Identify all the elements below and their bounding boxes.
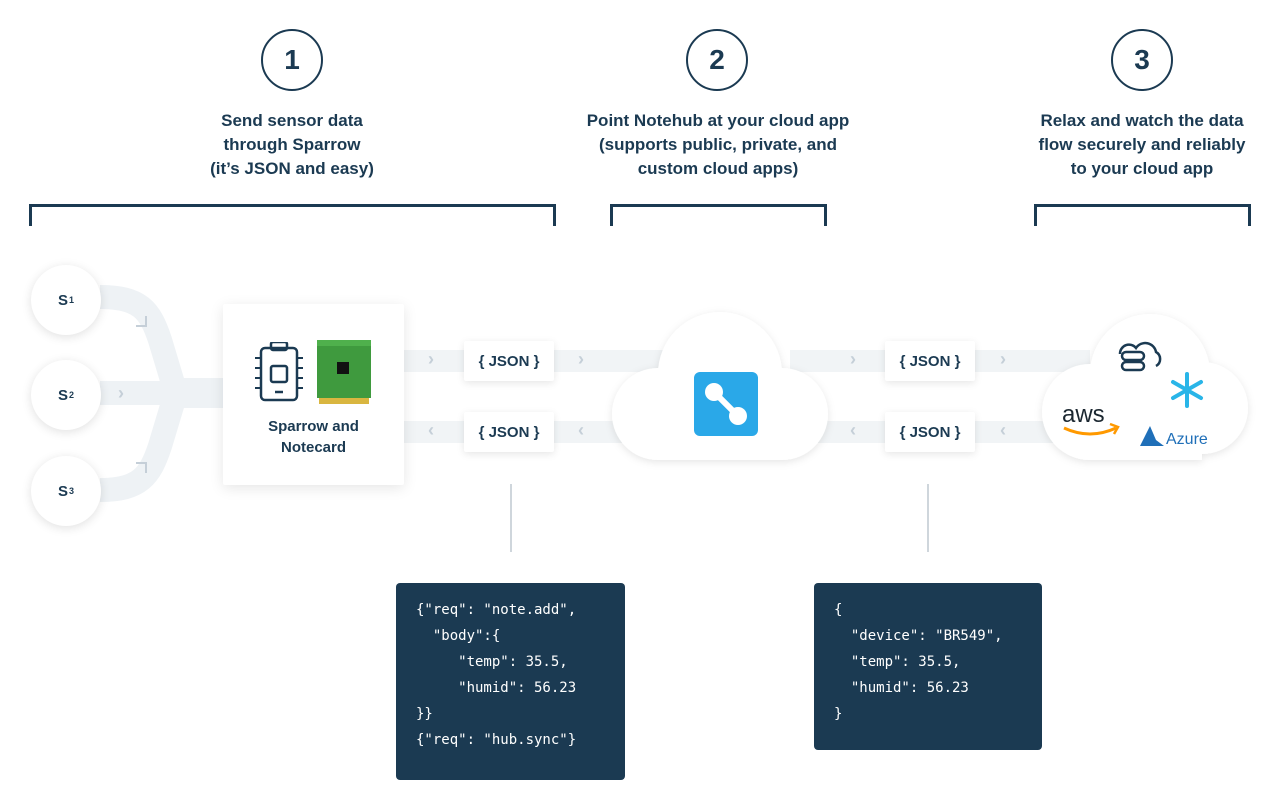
- step-3-number: 3: [1111, 29, 1173, 91]
- step-3-bracket: [1034, 204, 1251, 226]
- chevron-right-icon: ›: [850, 349, 856, 369]
- step-1-number: 1: [261, 29, 323, 91]
- chevron-left-icon: ‹: [428, 420, 434, 440]
- step-1-description: Send sensor data through Sparrow (it’s J…: [210, 111, 374, 178]
- sensor-band-1: [99, 285, 225, 402]
- chevron-right-icon: ›: [1000, 349, 1006, 369]
- json-chip-bottom-right: { JSON }: [885, 412, 975, 452]
- device-card: Sparrow and Notecard: [223, 304, 404, 485]
- json-chip-top-left: { JSON }: [464, 341, 554, 381]
- cloud-providers-cloud: aws Azure: [1042, 314, 1248, 460]
- connector-line-right: [927, 484, 929, 552]
- corner-mark-2: [136, 462, 147, 473]
- step-2-description: Point Notehub at your cloud app (support…: [586, 111, 850, 178]
- chevron-left-icon: ‹: [1000, 420, 1006, 440]
- code-sample-right: { "device": "BR549", "temp": 35.5, "humi…: [814, 583, 1042, 750]
- azure-logo: Azure: [1166, 431, 1208, 448]
- notecard-icon: [317, 340, 371, 404]
- notehub-logo-icon: [694, 372, 758, 436]
- step-3-description: Relax and watch the data flow securely a…: [1038, 111, 1246, 178]
- connector-line-left: [510, 484, 512, 552]
- step-2-number: 2: [686, 29, 748, 91]
- corner-mark-1: [136, 316, 147, 327]
- sensor-band-3: [99, 384, 225, 502]
- chevron-left-icon: ‹: [578, 420, 584, 440]
- chevron-left-icon: ‹: [850, 420, 856, 440]
- json-chip-bottom-left: { JSON }: [464, 412, 554, 452]
- chevron-right-icon: ›: [578, 349, 584, 369]
- azure-logo-icon: [1140, 426, 1164, 446]
- json-chip-top-right: { JSON }: [885, 341, 975, 381]
- aws-arrow-icon: [1109, 422, 1120, 435]
- notehub-cloud: [612, 312, 828, 460]
- aws-logo: aws: [1062, 401, 1105, 428]
- aws-smile-icon: [1063, 426, 1117, 436]
- sparrow-icon: [255, 342, 303, 402]
- chevron-right-icon: ›: [428, 349, 434, 369]
- step-1-bracket: [29, 204, 556, 226]
- sensor-arrow-icon: ›: [118, 383, 124, 403]
- device-label: Sparrow and Notecard: [268, 418, 359, 456]
- code-sample-left: {"req": "note.add", "body":{ "temp": 35.…: [396, 583, 625, 780]
- storage-cloud-icon: [1118, 341, 1162, 372]
- snowflake-icon: [1171, 372, 1203, 408]
- step-2-bracket: [610, 204, 827, 226]
